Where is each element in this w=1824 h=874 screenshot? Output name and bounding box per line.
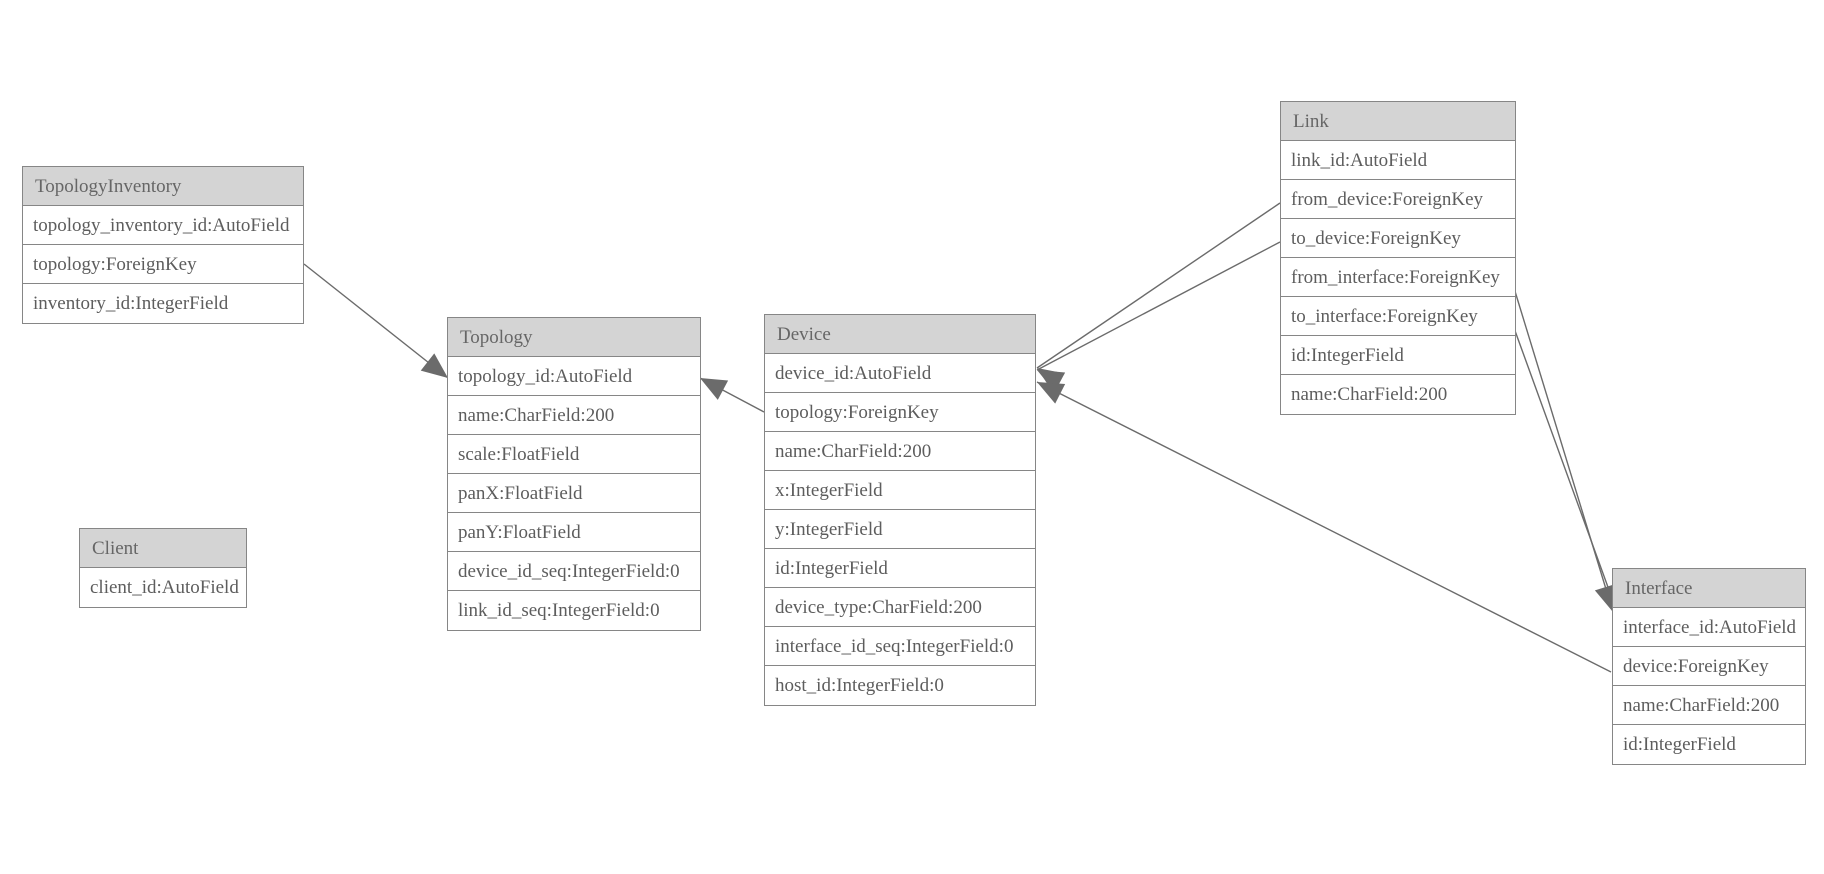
field-row[interactable]: link_id_seq:IntegerField:0 (448, 591, 700, 630)
entity-title-client: Client (80, 529, 246, 568)
field-row[interactable]: inventory_id:IntegerField (23, 284, 303, 323)
field-row[interactable]: x:IntegerField (765, 471, 1035, 510)
field-row[interactable]: topology:ForeignKey (765, 393, 1035, 432)
relation-rel-topologyinventory-topology (303, 263, 449, 379)
field-row[interactable]: name:CharField:200 (448, 396, 700, 435)
relation-line (1036, 241, 1281, 371)
entity-title-interface: Interface (1613, 569, 1805, 608)
field-row[interactable]: device:ForeignKey (1613, 647, 1805, 686)
relation-arrowhead (1037, 382, 1066, 404)
relation-line (1036, 202, 1281, 369)
field-row[interactable]: device_type:CharField:200 (765, 588, 1035, 627)
relation-line (1513, 287, 1614, 613)
field-row[interactable]: id:IntegerField (765, 549, 1035, 588)
field-row[interactable]: from_device:ForeignKey (1281, 180, 1515, 219)
field-row[interactable]: scale:FloatField (448, 435, 700, 474)
field-row[interactable]: topology_id:AutoField (448, 357, 700, 396)
relation-line (1513, 327, 1618, 613)
field-row[interactable]: panY:FloatField (448, 513, 700, 552)
field-row[interactable]: interface_id:AutoField (1613, 608, 1805, 647)
field-row[interactable]: topology:ForeignKey (23, 245, 303, 284)
relation-rel-link-tointerface-interface (1513, 327, 1619, 613)
field-row[interactable]: id:IntegerField (1281, 336, 1515, 375)
entity-title-topology: Topology (448, 318, 700, 357)
field-row[interactable]: from_interface:ForeignKey (1281, 258, 1515, 297)
field-row[interactable]: interface_id_seq:IntegerField:0 (765, 627, 1035, 666)
relation-line (303, 263, 449, 379)
field-row[interactable]: id:IntegerField (1613, 725, 1805, 764)
field-row[interactable]: name:CharField:200 (765, 432, 1035, 471)
field-row[interactable]: name:CharField:200 (1281, 375, 1515, 414)
entity-title-topology-inventory: TopologyInventory (23, 167, 303, 206)
field-row[interactable]: host_id:IntegerField:0 (765, 666, 1035, 705)
field-row[interactable]: y:IntegerField (765, 510, 1035, 549)
entity-title-device: Device (765, 315, 1035, 354)
relation-rel-link-frominterface-interface (1513, 287, 1616, 613)
field-row[interactable]: to_device:ForeignKey (1281, 219, 1515, 258)
relation-rel-link-todevice-device (1036, 241, 1281, 392)
field-row[interactable]: topology_inventory_id:AutoField (23, 206, 303, 245)
relation-line (699, 377, 765, 413)
relation-arrowhead (1037, 370, 1066, 392)
relation-line (1036, 381, 1612, 673)
relation-rel-interface-device (1036, 381, 1612, 673)
field-row[interactable]: client_id:AutoField (80, 568, 246, 607)
entity-title-link: Link (1281, 102, 1515, 141)
entity-fields-client: client_id:AutoField (80, 568, 246, 607)
field-row[interactable]: device_id:AutoField (765, 354, 1035, 393)
field-row[interactable]: panX:FloatField (448, 474, 700, 513)
field-row[interactable]: device_id_seq:IntegerField:0 (448, 552, 700, 591)
field-row[interactable]: link_id:AutoField (1281, 141, 1515, 180)
field-row[interactable]: to_interface:ForeignKey (1281, 297, 1515, 336)
field-row[interactable]: name:CharField:200 (1613, 686, 1805, 725)
relation-rel-link-fromdevice-device (1036, 202, 1281, 392)
relation-rel-device-topology (699, 377, 765, 413)
